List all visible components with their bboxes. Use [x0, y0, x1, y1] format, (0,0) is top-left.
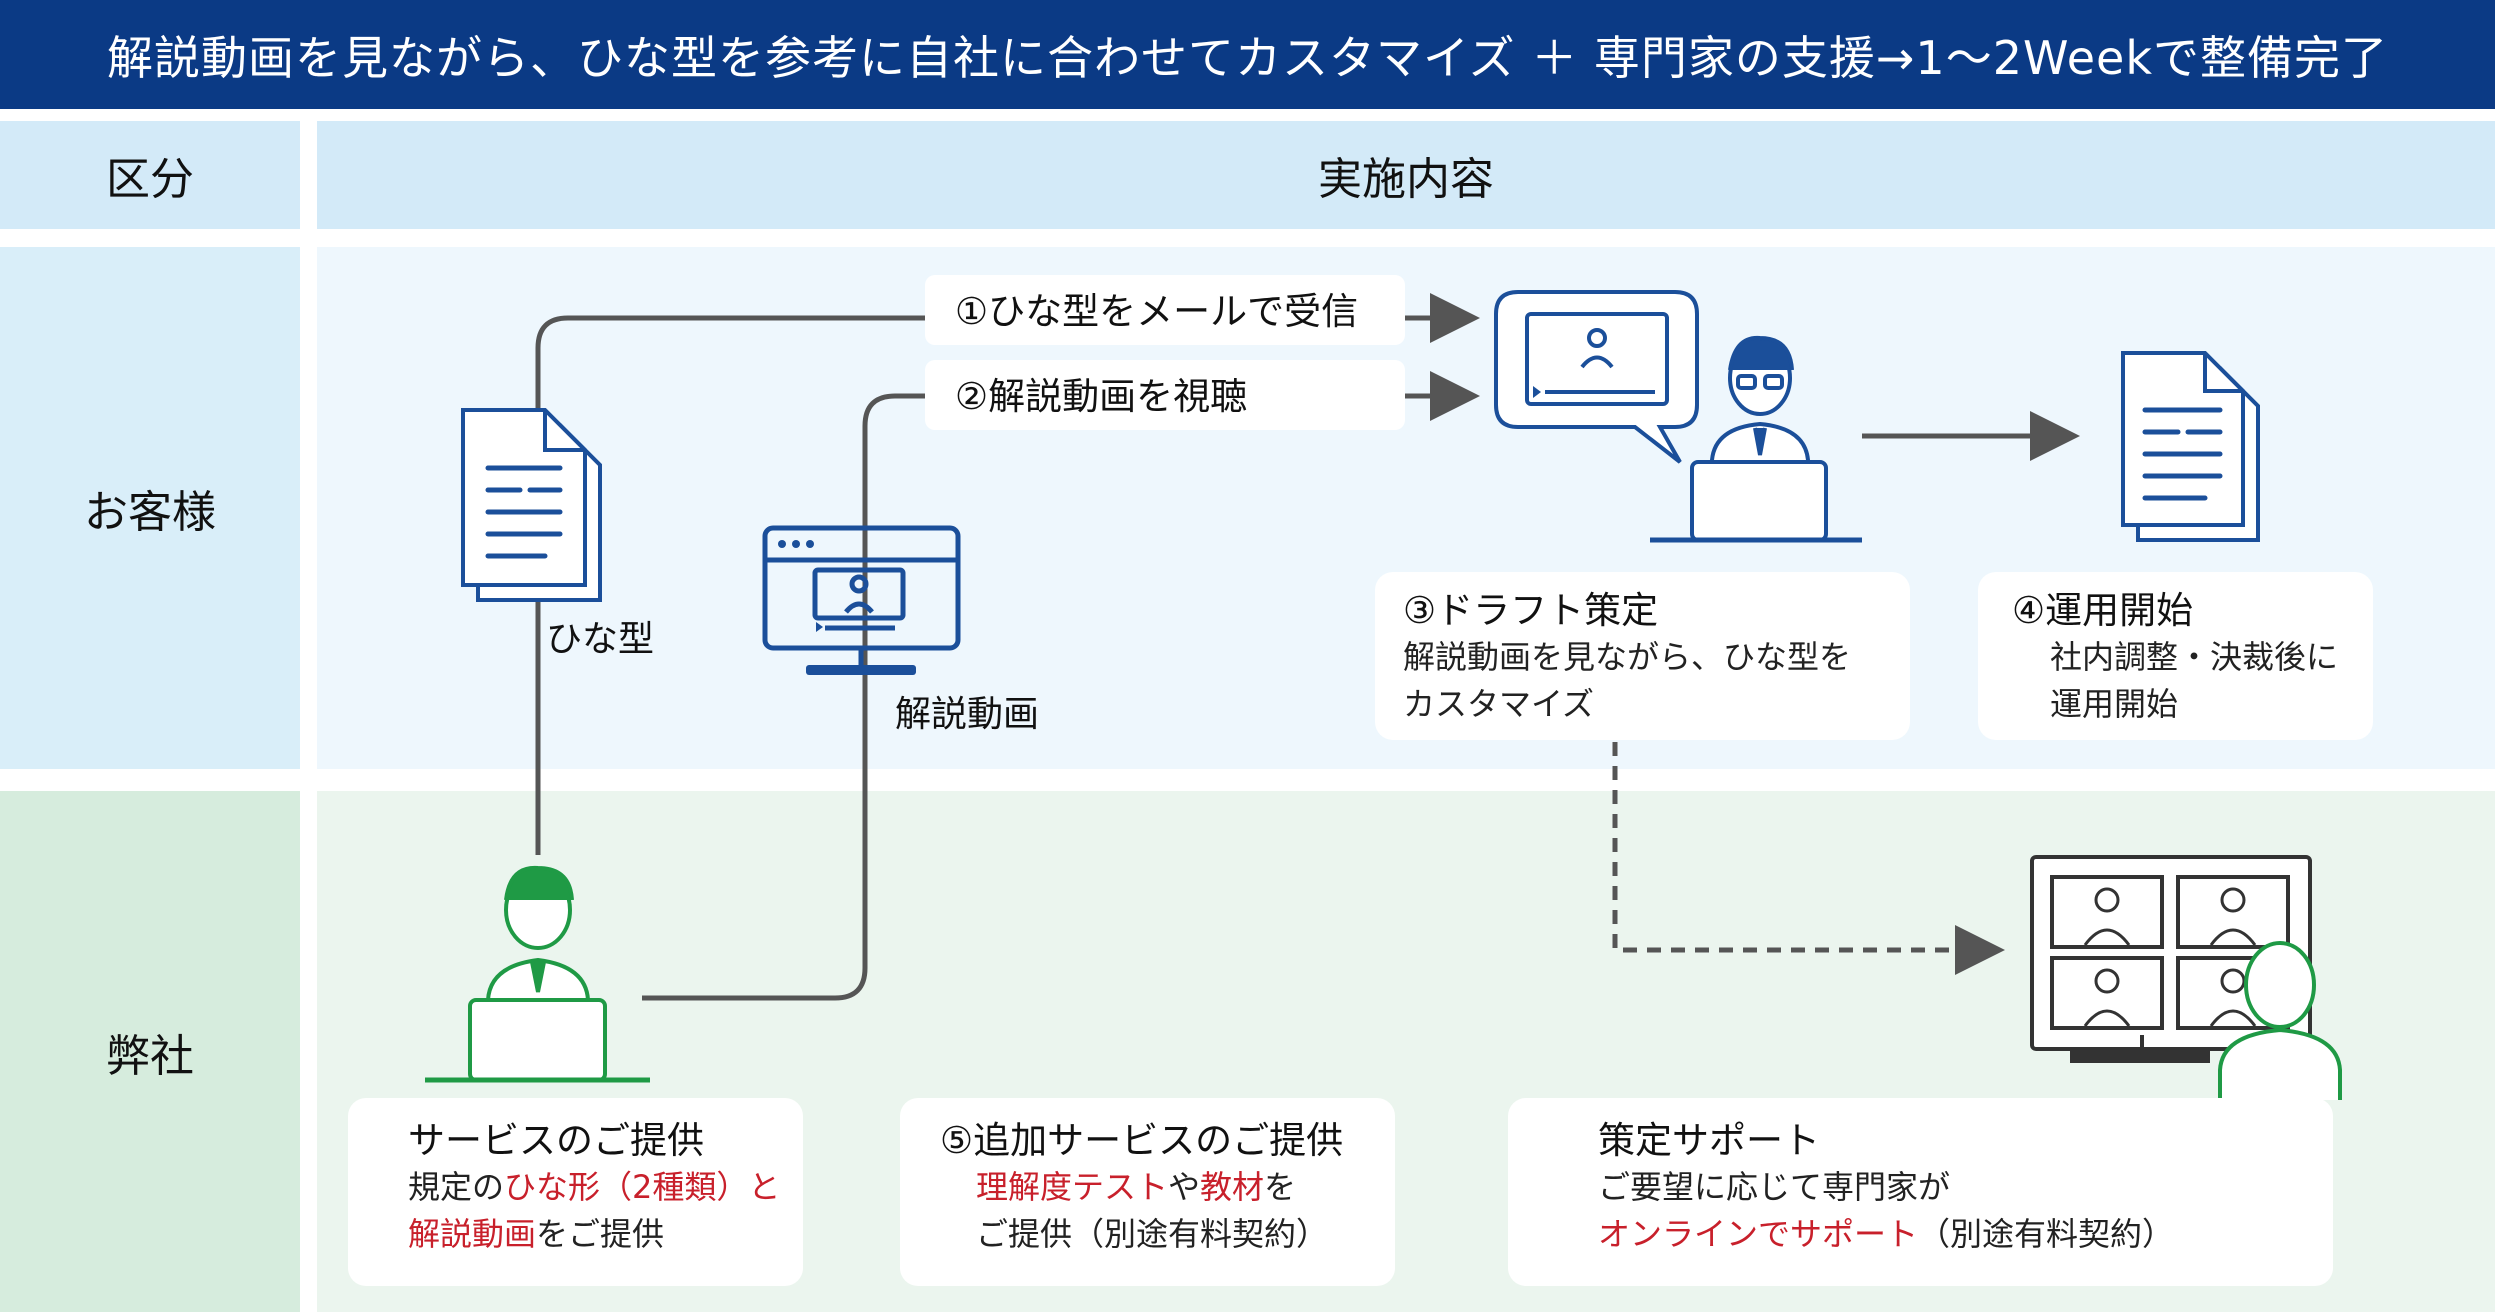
step1-num: ①	[955, 290, 989, 333]
service-l2a: 解説動画	[408, 1214, 537, 1253]
arrow-dashed-support	[1612, 742, 2005, 975]
step3-title: ③ドラフト策定	[1403, 589, 1659, 632]
template-label: ひな型	[546, 619, 655, 660]
document-operation-icon	[2121, 351, 2260, 542]
header-content: 実施内容	[317, 121, 2495, 229]
company-person-icon	[425, 865, 650, 1083]
step2-highlight: 解説動画を視聴	[988, 375, 1248, 418]
step4-title: ④運用開始	[2012, 589, 2194, 632]
step5-l1a: 理解度テスト	[976, 1168, 1169, 1207]
header-category: 区分	[0, 121, 300, 229]
connector-template	[535, 315, 925, 855]
row-label-company: 弊社	[0, 791, 300, 1312]
service-title: サービスのご提供	[408, 1119, 704, 1162]
video-monitor-icon	[762, 525, 961, 675]
expert-person-icon	[2218, 941, 2342, 1100]
service-l1b: ひな形（2種類）と	[504, 1168, 781, 1207]
step5-card: ⑤追加サービスのご提供 理解度テストや教材を ご提供（別途有料契約）	[900, 1098, 1395, 1286]
speech-bubble-video-icon	[1494, 290, 1699, 464]
customer-person-icon	[1650, 335, 1862, 543]
step4-line1: 社内調整・決裁後に	[2050, 638, 2339, 677]
support-l1: ご要望に応じて専門家が	[1598, 1168, 1951, 1207]
step1-highlight: ひな型	[988, 290, 1100, 333]
service-card: サービスのご提供 規定のひな形（2種類）と 解説動画をご提供	[348, 1098, 803, 1286]
connector-video	[642, 393, 925, 1001]
step4-card: ④運用開始 社内調整・決裁後に 運用開始	[1978, 572, 2373, 740]
step1-card: ①ひな型をメールで受信	[925, 275, 1405, 345]
step4-line2: 運用開始	[2050, 684, 2179, 723]
step5-l1d: を	[1264, 1168, 1297, 1207]
step3-line1: 解説動画を見ながら、ひな型を	[1403, 638, 1852, 677]
step5-l1b: や	[1168, 1168, 1201, 1207]
support-card: 策定サポート ご要望に応じて専門家が オンラインでサポート（別途有料契約）	[1508, 1098, 2333, 1286]
step5-l2: ご提供（別途有料契約）	[976, 1214, 1329, 1253]
step2-card: ②解説動画を視聴	[925, 360, 1405, 430]
step5-l1c: 教材	[1200, 1168, 1265, 1207]
service-l2b: をご提供	[536, 1214, 665, 1253]
step2-num: ②	[955, 375, 989, 418]
video-label: 解説動画	[895, 694, 1040, 735]
step3-card: ③ドラフト策定 解説動画を見ながら、ひな型を カスタマイズ	[1375, 572, 1910, 740]
banner-title: 解説動画を見ながら、ひな型を参考に自社に合わせてカスタマイズ ＋ 専門家の支援→…	[0, 0, 2495, 109]
step3-line2: カスタマイズ	[1403, 684, 1595, 723]
document-template-icon	[461, 408, 602, 602]
support-l2a: オンラインでサポート	[1598, 1214, 1919, 1253]
service-l1a: 規定の	[408, 1168, 505, 1207]
support-title: 策定サポート	[1598, 1119, 1820, 1162]
support-l2b: （別途有料契約）	[1918, 1214, 2175, 1253]
row-label-customer: お客様	[0, 247, 300, 769]
step1-rest: をメールで受信	[1099, 290, 1359, 333]
step5-title: ⑤追加サービスのご提供	[940, 1119, 1344, 1162]
